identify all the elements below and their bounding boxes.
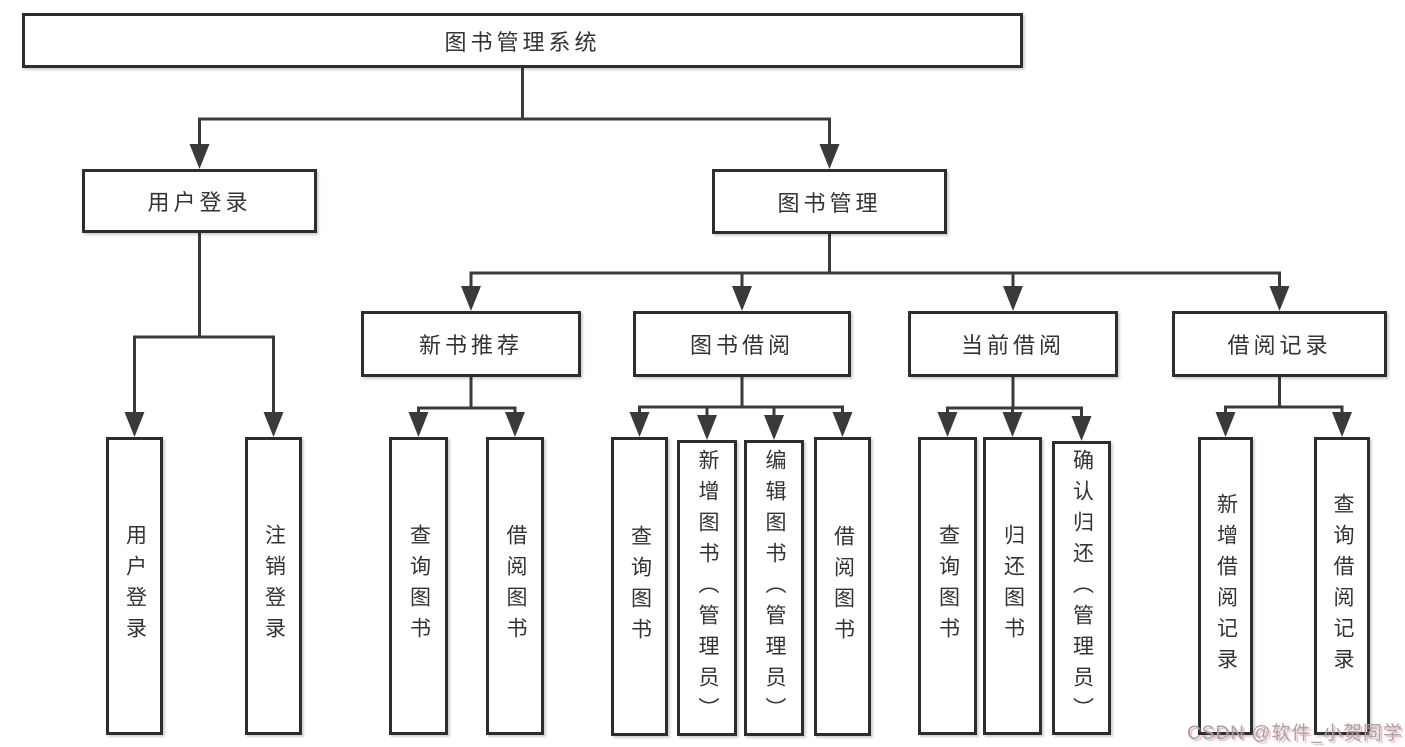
arrowhead-icon bbox=[732, 286, 752, 311]
connector-path bbox=[1224, 377, 1344, 420]
leaf-add-books-admin: 新增图书（管理员） bbox=[677, 440, 737, 736]
arrowhead-icon bbox=[263, 412, 284, 437]
node-book-borrowing: 图书借阅 bbox=[633, 311, 851, 377]
connector-path bbox=[198, 68, 831, 152]
connector-path bbox=[946, 377, 1083, 424]
leaf-borrow-books-recommend: 借阅图书 bbox=[486, 437, 544, 735]
arrowhead-icon bbox=[505, 412, 525, 437]
leaf-add-borrowing-record: 新增借阅记录 bbox=[1198, 437, 1253, 735]
node-new-book-recommendation: 新书推荐 bbox=[361, 311, 581, 377]
connector-path bbox=[638, 377, 844, 423]
leaf-user-login: 用户登录 bbox=[106, 437, 163, 735]
arrowhead-icon bbox=[764, 415, 784, 440]
leaf-logout: 注销登录 bbox=[245, 437, 302, 735]
arrowhead-icon bbox=[461, 286, 481, 311]
connector-path bbox=[133, 233, 275, 420]
leaf-edit-books-admin: 编辑图书（管理员） bbox=[744, 440, 804, 736]
node-current-borrowing: 当前借阅 bbox=[908, 311, 1118, 377]
node-library-management-system: 图书管理系统 bbox=[22, 13, 1023, 68]
arrowhead-icon bbox=[1071, 416, 1092, 441]
leaf-query-books-borrowing: 查询图书 bbox=[611, 437, 668, 736]
arrowhead-icon bbox=[124, 412, 145, 437]
leaf-confirm-return-admin: 确认归还（管理员） bbox=[1052, 441, 1111, 735]
arrowhead-icon bbox=[819, 144, 840, 169]
arrowhead-icon bbox=[189, 144, 210, 169]
leaf-query-books-current: 查询图书 bbox=[918, 437, 977, 735]
watermark: CSDN @软件_小贺同学 bbox=[1187, 723, 1403, 744]
arrowhead-icon bbox=[1269, 286, 1290, 311]
node-book-management: 图书管理 bbox=[712, 169, 947, 234]
arrowhead-icon bbox=[1002, 412, 1023, 437]
leaf-borrow-books: 借阅图书 bbox=[814, 437, 871, 736]
arrowhead-icon bbox=[832, 412, 853, 437]
leaf-return-books: 归还图书 bbox=[983, 437, 1042, 735]
leaf-query-books-recommend: 查询图书 bbox=[389, 437, 448, 735]
arrowhead-icon bbox=[408, 412, 429, 437]
connector-path bbox=[469, 234, 1281, 294]
leaf-query-borrowing-record: 查询借阅记录 bbox=[1314, 437, 1370, 735]
arrowhead-icon bbox=[937, 412, 958, 437]
arrowhead-icon bbox=[629, 412, 650, 437]
arrowhead-icon bbox=[1003, 286, 1023, 311]
arrowhead-icon bbox=[697, 415, 717, 440]
node-user-login: 用户登录 bbox=[82, 169, 317, 233]
arrowhead-icon bbox=[1332, 412, 1352, 437]
connector-path bbox=[417, 377, 517, 420]
arrowhead-icon bbox=[1215, 412, 1236, 437]
node-borrowing-records: 借阅记录 bbox=[1172, 311, 1387, 377]
